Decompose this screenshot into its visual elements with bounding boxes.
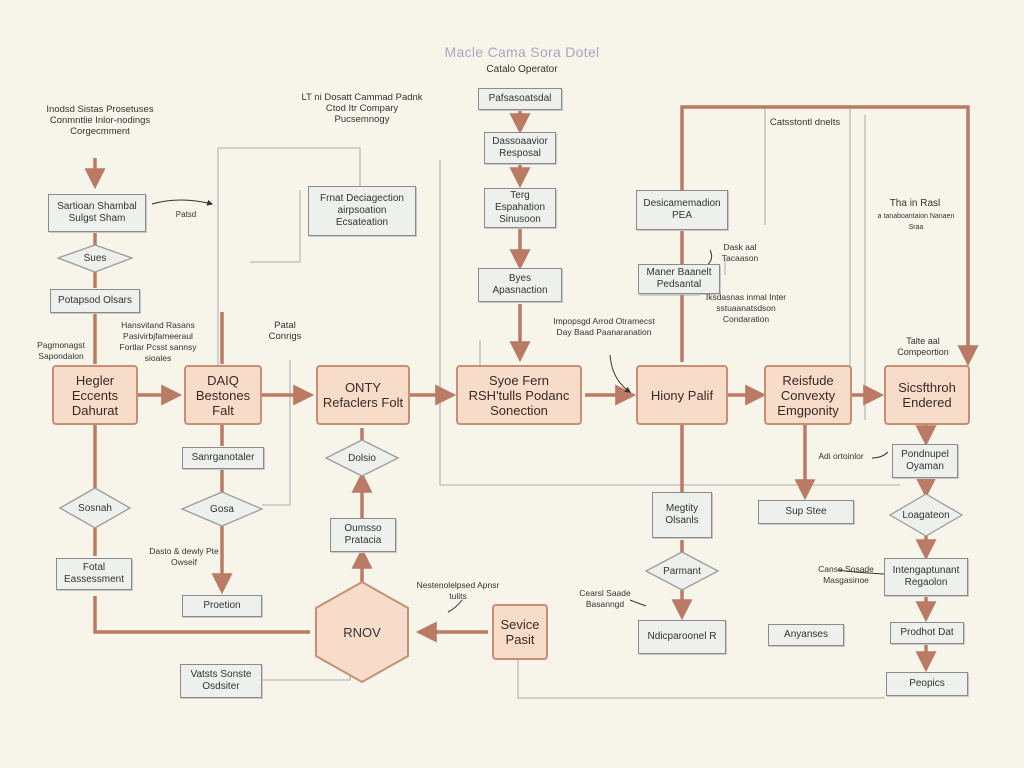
hexagon-label[interactable]: RNOV <box>343 624 381 640</box>
box-intengaptunant[interactable]: Intengaptunant Regaolon <box>884 558 968 596</box>
main-flow-arrows <box>84 105 979 673</box>
decision-d2-shape <box>58 487 132 529</box>
box-proetion[interactable]: Proetion <box>182 595 262 617</box>
main-node-onty[interactable]: ONTY Refaclers Folt <box>316 365 410 425</box>
main-node-hegler[interactable]: Hegler Eccents Dahurat <box>52 365 138 425</box>
decision-sues[interactable]: Sues <box>83 252 107 264</box>
diagram-title: Macle Cama Sora Dotel <box>444 44 600 60</box>
box-potapsod[interactable]: Potapsod Olsars <box>50 289 140 313</box>
decision-loagateon[interactable]: Loagateon <box>902 509 950 521</box>
box-oumsso[interactable]: Oumsso Pratacia <box>330 518 396 552</box>
box-frnat[interactable]: Frnat Deciagection airpsoation Ecsateati… <box>308 186 416 236</box>
box-pafsasoatsdal[interactable]: Pafsasoatsdal <box>478 88 562 110</box>
annotation-talte-aal: Talte aal Compeortion <box>897 336 949 357</box>
decision-d1-shape <box>56 244 134 273</box>
box-desicamemadion[interactable]: Desicamemadion PEA <box>636 190 728 230</box>
decision-d6-shape <box>888 493 964 537</box>
main-node-sevice-pasit[interactable]: Sevice Pasit <box>492 604 548 660</box>
main-node-hiony[interactable]: Hiony Palif <box>636 365 728 425</box>
decision-d3-shape <box>180 491 264 527</box>
box-sanrganotaler[interactable]: Sanrganotaler <box>182 447 264 469</box>
annotation-adi-ortoinlor: Adi ortoinlor <box>818 451 864 461</box>
annotation-canse-sosade: Canse Sosade Masgasinoe <box>818 564 874 585</box>
box-dassoaavior[interactable]: Dassoaavior Resposal <box>484 132 556 164</box>
annotation-nestenolelpsed: Nestenolelpsed Apnsr tulits <box>416 580 500 601</box>
box-pondnupel[interactable]: Pondnupel Oyaman <box>892 444 958 478</box>
annotation-inodsd: Inodsd Sistas Prosetuses Conmntlie Inlor… <box>46 104 154 137</box>
annotation-iksdasnas: Iksdasnas inmal Inter sstuaanatsdson Con… <box>705 292 787 324</box>
annotation-catsstontl: Catsstontl dnelts <box>769 117 841 128</box>
annotation-tha-in-rasl: Tha in Rasl <box>889 198 941 209</box>
annotation-impopsgd: Impopsgd Arrod Otramecst Day Baad Paanar… <box>553 316 655 337</box>
annotation-patsd: Patsd <box>175 210 197 219</box>
box-vatsts[interactable]: Vatsts Sonste Osdsiter <box>180 664 262 698</box>
hexagon-shape <box>315 580 409 684</box>
main-node-syoe-fern[interactable]: Syoe Fern RSH'tulls Podanc Sonection <box>456 365 582 425</box>
box-prodhot-dat[interactable]: Prodhot Dat <box>890 622 964 644</box>
box-byes[interactable]: Byes Apasnaction <box>478 268 562 302</box>
box-ndicparoonel[interactable]: Ndicparoonel R <box>638 620 726 654</box>
box-maner[interactable]: Maner Baanelt Pedsantal <box>638 264 720 294</box>
annotation-patal-conrigs: Patal Conrigs <box>268 320 302 342</box>
main-node-daiq[interactable]: DAIQ Bestones Falt <box>184 365 262 425</box>
box-anyanses[interactable]: Anyanses <box>768 624 844 646</box>
box-terg[interactable]: Terg Espahation Sinusoon <box>484 188 556 228</box>
annotation-dask-aal: Dask aal Tacaason <box>721 242 759 263</box>
annotation-tanaboantaion: a tanaboantaion Nanaen Sraa <box>877 213 955 231</box>
main-node-sicsfthroh[interactable]: Sicsfthroh Endered <box>884 365 970 425</box>
box-peopics[interactable]: Peopics <box>886 672 968 696</box>
annotation-arrows <box>151 199 889 613</box>
annotation-hansvitand: Hansvitand Rasans Pasivirbjfameeraul For… <box>119 320 197 363</box>
box-megtity[interactable]: Megtity Olsanls <box>652 492 712 538</box>
diagram-subtitle: Catalo Operator <box>486 64 558 75</box>
annotation-pagmonagst: Pagmonagst Sapondalon <box>37 340 85 361</box>
box-sup-stee[interactable]: Sup Stee <box>758 500 854 524</box>
annotation-cearsl-saade: Cearsl Saade Basanngd <box>579 588 631 609</box>
main-node-reisfude[interactable]: Reisfude Convexty Emgponity <box>764 365 852 425</box>
decision-shapes <box>56 244 964 591</box>
decision-gosa[interactable]: Gosa <box>210 503 234 515</box>
decision-parmant[interactable]: Parmant <box>663 565 701 577</box>
annotation-lt-ni-dosatt: LT ni Dosatt Cammad Padnk Ctod Itr Compa… <box>301 92 423 125</box>
annotation-dasto-dewly: Dasto & dewly Pte Owseif <box>149 546 219 567</box>
decision-sosnah[interactable]: Sosnah <box>78 502 112 514</box>
box-fotal[interactable]: Fotal Eassessment <box>56 558 132 590</box>
decision-d5-shape <box>644 551 720 591</box>
decision-d4-shape <box>324 439 400 477</box>
box-sartioan[interactable]: Sartioan Shambal Sulgst Sham <box>48 194 146 232</box>
decision-dolsio[interactable]: Dolsio <box>348 452 376 464</box>
